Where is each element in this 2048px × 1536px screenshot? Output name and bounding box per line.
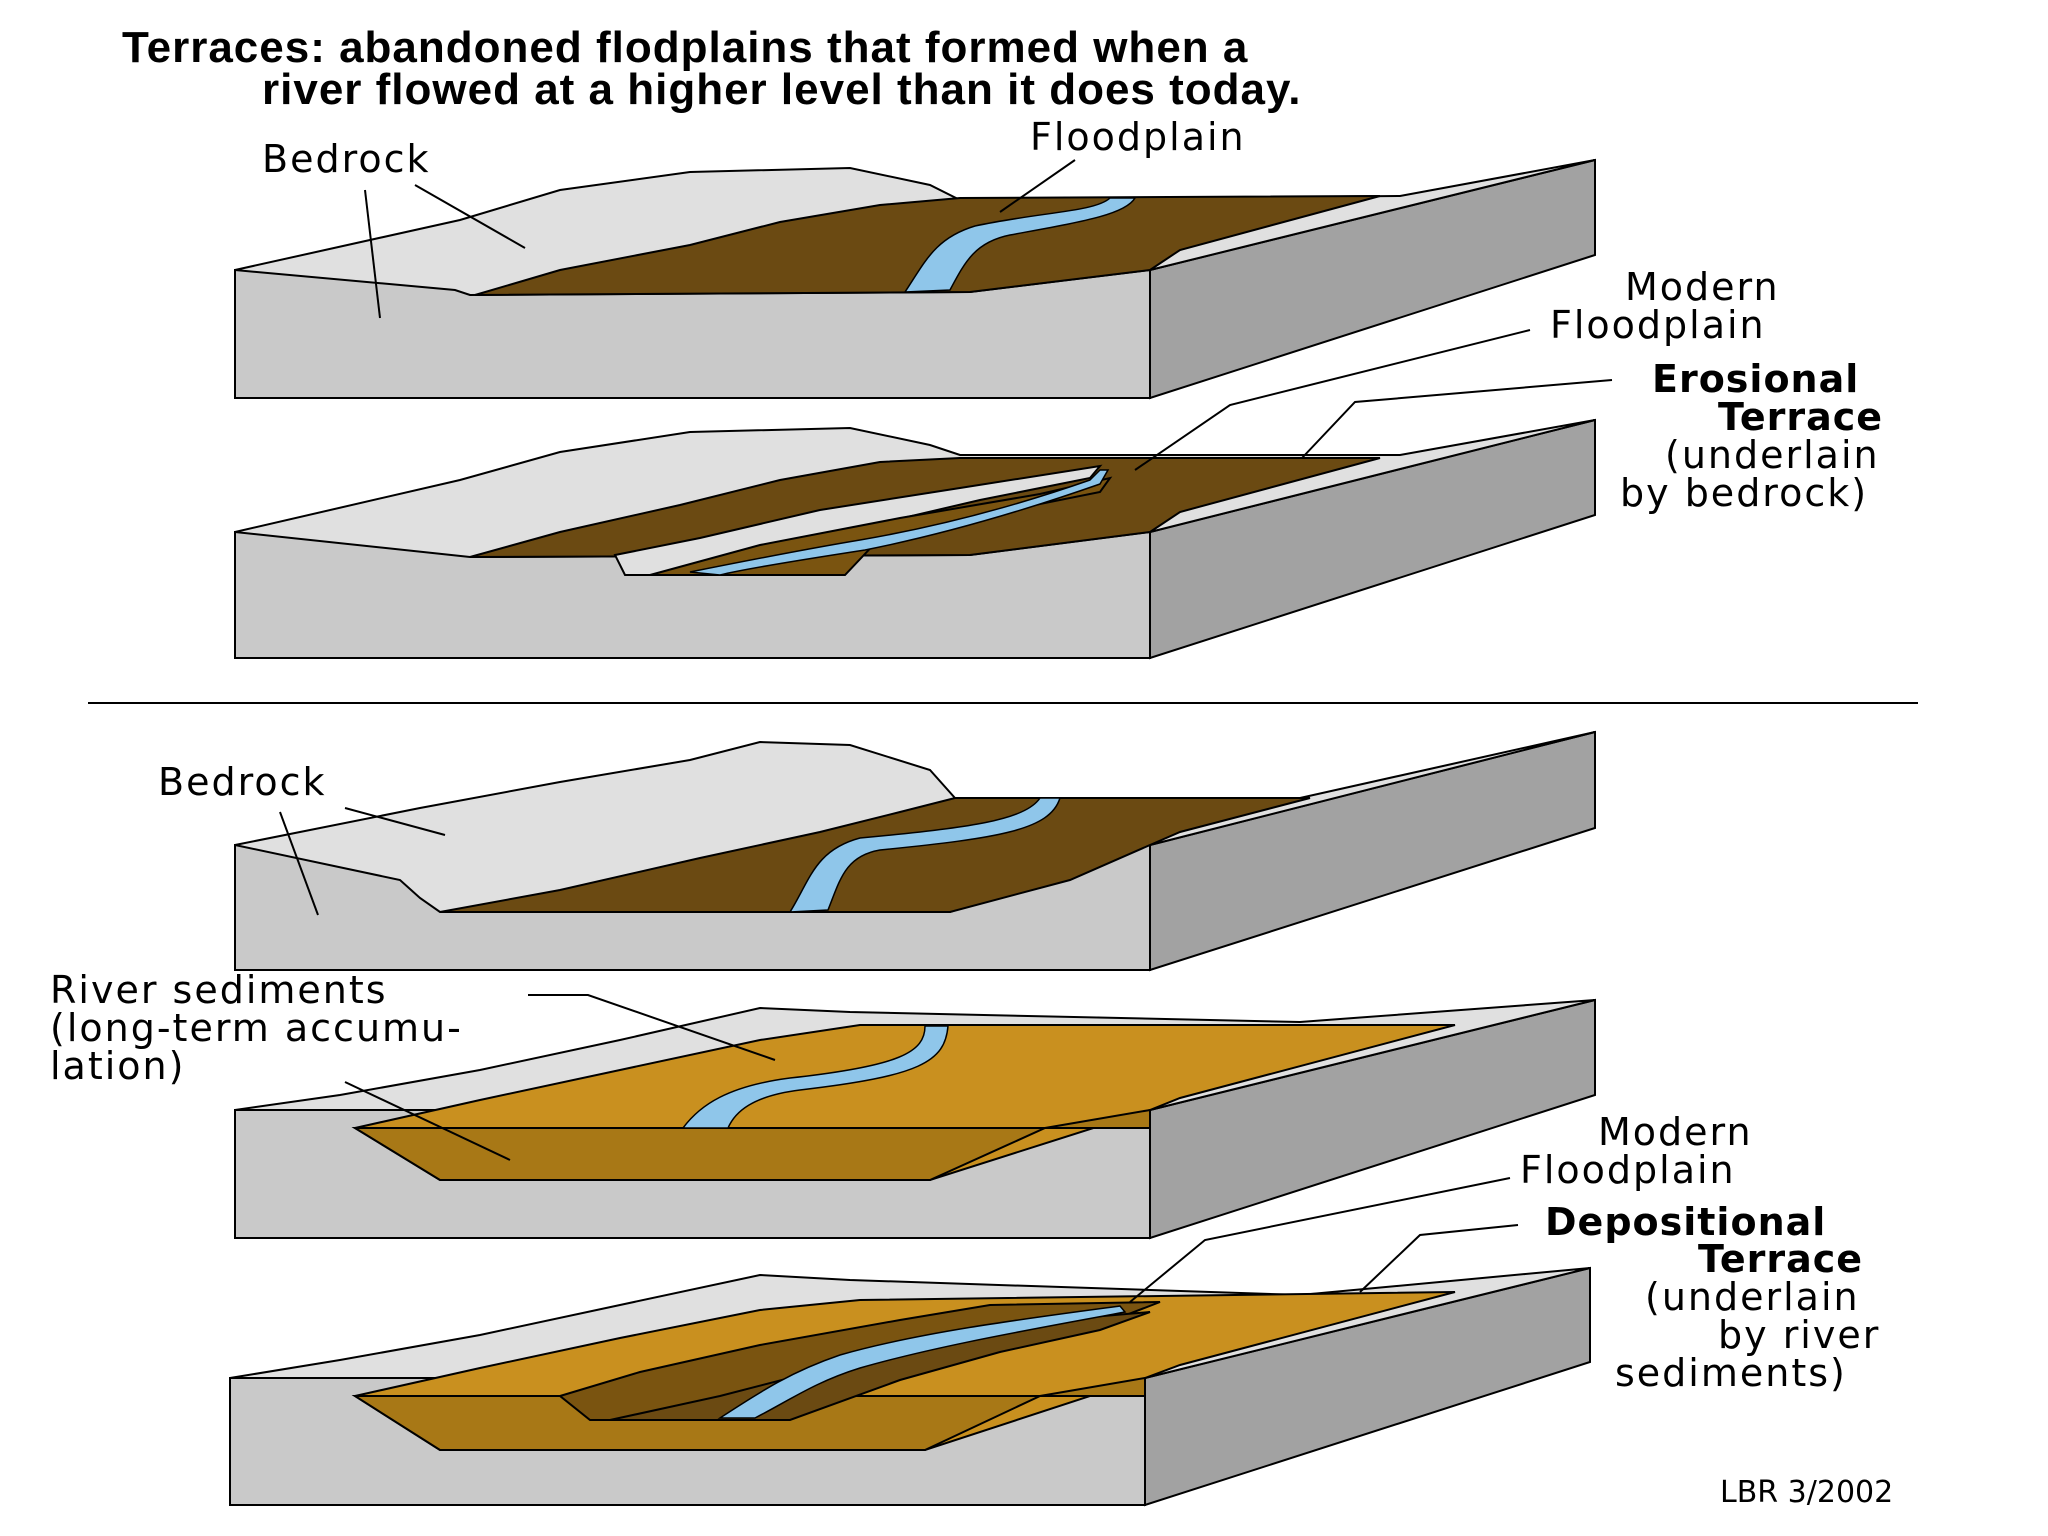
block-4-sediment-section bbox=[351, 1108, 1151, 1181]
leader-river-sediments-2 bbox=[344, 1081, 511, 1161]
block-2-modern-floodplain bbox=[649, 476, 1113, 576]
block-3-initial-floodplain bbox=[234, 730, 1596, 972]
label-depositional-terrace-line4: by river bbox=[1718, 1313, 1880, 1357]
label-erosional-terrace-line1: Erosional bbox=[1652, 357, 1859, 401]
block-3-floodplain bbox=[439, 797, 1311, 913]
label-erosional-terrace-line2: Terrace bbox=[1718, 395, 1883, 439]
label-floodplain: Floodplain bbox=[1030, 115, 1246, 159]
leader-bedrock-top-2 bbox=[364, 189, 381, 319]
label-river-sediments-line1: River sediments bbox=[50, 968, 388, 1012]
label-modern-floodplain-2-line2: Floodplain bbox=[1520, 1148, 1736, 1192]
label-modern-floodplain-2-line1: Modern bbox=[1598, 1110, 1753, 1154]
credit-label: LBR 3/2002 bbox=[1720, 1475, 1893, 1510]
title-line-2: river flowed at a higher level than it d… bbox=[262, 65, 1301, 114]
label-depositional-terrace-line3: (underlain bbox=[1645, 1275, 1860, 1319]
label-erosional-terrace-line4: by bedrock) bbox=[1620, 471, 1868, 515]
label-depositional-terrace-line1: Depositional bbox=[1545, 1200, 1826, 1244]
leader-floodplain bbox=[999, 159, 1076, 213]
leader-erosional-terrace bbox=[1301, 379, 1613, 459]
leader-bedrock-bottom-1 bbox=[344, 807, 446, 836]
leader-modern-floodplain-1 bbox=[1134, 329, 1531, 471]
label-bedrock-top: Bedrock bbox=[262, 137, 431, 181]
block-1-initial-floodplain bbox=[234, 158, 1596, 400]
leader-river-sediments-1 bbox=[528, 994, 776, 1061]
block-5-depositional-terrace bbox=[229, 1266, 1591, 1507]
leader-bedrock-bottom-2 bbox=[279, 811, 319, 916]
leader-depositional-terrace bbox=[1359, 1224, 1519, 1293]
label-modern-floodplain-1-line2: Floodplain bbox=[1550, 303, 1766, 347]
label-river-sediments-line3: lation) bbox=[50, 1044, 185, 1088]
block-5-river bbox=[717, 1305, 1127, 1419]
label-depositional-terrace-line2: Terrace bbox=[1698, 1237, 1863, 1281]
block-4-river bbox=[681, 1025, 949, 1129]
label-bedrock-bottom: Bedrock bbox=[158, 760, 327, 804]
block-3-side bbox=[1149, 730, 1596, 972]
block-4-sediment-fill bbox=[234, 998, 1596, 1240]
leader-bedrock-top-1 bbox=[414, 184, 526, 249]
leader-modern-floodplain-2 bbox=[1129, 1177, 1511, 1303]
block-2-erosional-terrace bbox=[234, 418, 1596, 660]
block-1-floodplain bbox=[474, 195, 1381, 296]
label-erosional-terrace-line3: (underlain bbox=[1665, 433, 1880, 477]
label-depositional-terrace-line5: sediments) bbox=[1615, 1351, 1847, 1395]
block-3-river bbox=[788, 797, 1062, 913]
block-2-river bbox=[689, 469, 1110, 576]
label-modern-floodplain-1-line1: Modern bbox=[1625, 265, 1780, 309]
block-1-river bbox=[903, 197, 1137, 293]
title-line-1: Terraces: abandoned flodplains that form… bbox=[122, 23, 1248, 72]
label-river-sediments-line2: (long-term accumu- bbox=[50, 1006, 463, 1050]
